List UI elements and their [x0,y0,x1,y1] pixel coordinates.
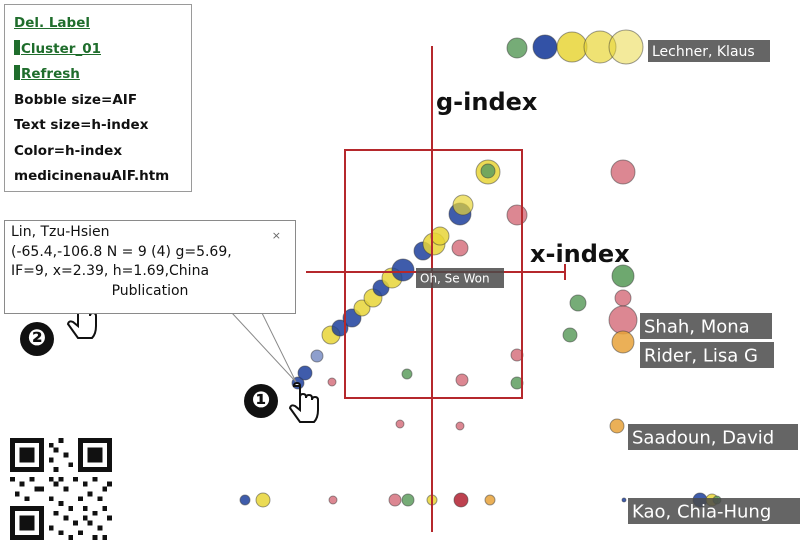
bubble-point[interactable] [452,194,474,216]
bubble-point[interactable] [611,330,635,354]
tooltip-line: IF=9, x=2.39, h=1.69,China [11,263,210,279]
author-label-bg [628,498,800,524]
tooltip-publication: Publication [111,282,189,299]
bubble-point[interactable] [611,264,635,288]
bubble-point[interactable] [453,492,469,508]
bubble-point[interactable] [297,365,313,381]
author-label[interactable]: Lechner, Klaus [652,44,755,60]
bubble-point[interactable] [506,37,528,59]
bubble-point[interactable] [608,29,644,65]
bubble-point[interactable] [455,421,465,431]
tooltip-pointer [230,312,297,383]
menu-marker [14,65,20,80]
bubble-point[interactable] [391,258,415,282]
bubble-point[interactable] [401,493,415,507]
file-name-info: medicinenauAIF.htm [14,168,170,184]
x-axis-label: x-index [530,240,630,268]
author-label[interactable]: Kao, Chia-Hung [632,501,771,522]
bubble-point[interactable] [608,305,638,335]
bubble-point[interactable] [255,492,271,508]
bubble-point[interactable] [401,368,413,380]
author-label-bg [640,313,772,339]
bubble-point[interactable] [609,418,625,434]
bubble-point[interactable] [484,494,496,506]
author-label[interactable]: Shah, Mona [644,316,750,337]
bubble-point[interactable] [614,289,632,307]
callout-badge-2: ❷ [20,322,54,356]
author-label[interactable]: Rider, Lisa G [644,345,758,366]
bubble-point[interactable] [388,493,402,507]
options-menu: Del. Label Cluster_01 Refresh Bobble siz… [4,4,192,192]
qr-code-icon [10,438,112,540]
refresh-link[interactable]: Refresh [21,66,80,82]
bubble-point[interactable] [239,494,251,506]
bubble-point[interactable] [610,159,636,185]
bubble-point[interactable] [480,163,496,179]
bubble-point[interactable] [430,226,450,246]
bubble-point[interactable] [532,34,558,60]
bubble-point[interactable] [328,495,338,505]
bubble-point[interactable] [310,349,324,363]
tooltip-title: Lin, Tzu-Hsien [11,224,110,240]
cluster-link[interactable]: Cluster_01 [21,40,101,57]
hand-cursor-icon [288,381,319,423]
close-icon[interactable]: × [271,229,281,242]
bubble-point[interactable] [562,327,578,343]
author-label-bg [416,268,504,288]
bubble-point[interactable] [556,31,588,63]
author-label-bg [628,424,798,450]
author-label[interactable]: Oh, Se Won [420,271,490,285]
tooltip-line: (-65.4,-106.8 N = 9 (4) g=5.69, [11,243,232,260]
color-info: Color=h-index [14,142,123,159]
bubble-point[interactable] [451,239,469,257]
author-label-bg [640,342,774,368]
menu-marker [14,39,20,55]
bubble-point[interactable] [455,373,469,387]
author-label[interactable]: Saadoun, David [632,427,774,448]
bubble-point[interactable] [395,419,405,429]
callout-badge-1: ❶ [244,384,278,418]
bubble-size-info: Bobble size=AIF [14,91,138,108]
del-label-link[interactable]: Del. Label [14,15,90,31]
bubble-point[interactable] [569,294,587,312]
bubble-point[interactable] [621,497,627,503]
author-label-bg [648,40,770,62]
bubble-point[interactable] [327,377,337,387]
author-tooltip: × Lin, Tzu-Hsien (-65.4,-106.8 N = 9 (4)… [4,220,296,314]
quadrant-frame [344,149,523,399]
bubble-point[interactable] [506,204,528,226]
text-size-info: Text size=h-index [14,117,149,133]
y-axis-label: g-index [436,88,538,116]
